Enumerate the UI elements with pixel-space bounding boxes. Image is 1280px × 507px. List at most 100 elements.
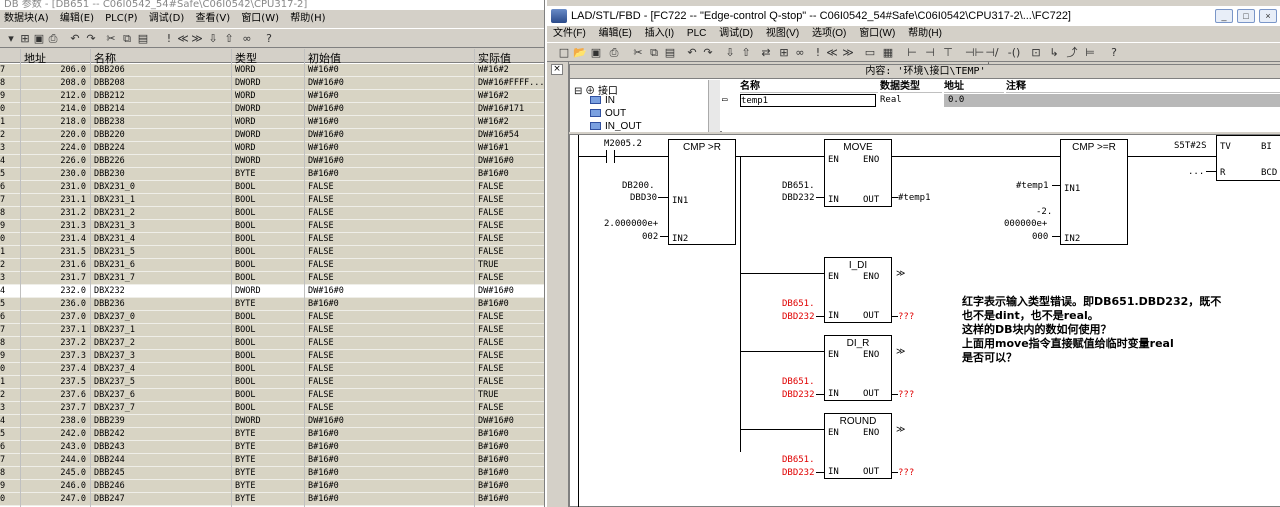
monitor-right-icon[interactable]: ≪ [177,32,189,45]
col-type[interactable]: 类型 [235,53,257,65]
cell-initial[interactable]: B#16#0 [308,299,339,309]
cell-actual[interactable]: TRUE [478,260,499,270]
di-r-box[interactable]: DI_R EN ENO IN OUT [824,335,892,401]
cell-initial[interactable]: W#16#0 [308,117,339,127]
lad-menu-window[interactable]: 窗口(W) [859,28,896,39]
cell-actual[interactable]: FALSE [478,325,504,335]
network-icon[interactable]: ⊞ [20,32,30,45]
cut-icon[interactable]: ✂ [106,32,116,45]
cell-initial[interactable]: FALSE [308,377,334,387]
cell-initial[interactable]: W#16#0 [308,91,339,101]
cmp-gt-r-box[interactable]: CMP >R IN1 IN2 [668,139,736,245]
cell-actual[interactable]: FALSE [478,312,504,322]
tree-item-out[interactable]: OUT [590,108,626,119]
col-name[interactable]: 名称 [94,53,116,65]
cell-actual[interactable]: DW#16#54 [478,130,519,140]
branch-close-icon[interactable]: ⊤ [943,46,953,59]
lad-menu-debug[interactable]: 调试(D) [719,28,754,39]
lad-menu-plc[interactable]: PLC [686,28,707,39]
cell-initial[interactable]: DW#16#0 [308,286,344,296]
undo-icon[interactable]: ↶ [70,32,80,45]
copy-icon[interactable]: ⧉ [650,46,658,59]
temp-var-type[interactable]: Real [880,95,902,105]
cell-initial[interactable]: DW#16#0 [308,416,344,426]
undo-icon[interactable]: ↶ [687,46,697,59]
cell-actual[interactable]: B#16#0 [478,468,509,478]
connection-icon[interactable]: ⊨ [1085,46,1095,59]
menu-edit[interactable]: 编辑(E) [59,13,94,24]
cell-initial[interactable]: FALSE [308,325,334,335]
monitor-left-icon[interactable]: ! [815,46,821,59]
cell-actual[interactable]: B#16#0 [478,481,509,491]
cell-actual[interactable]: B#16#0 [478,442,509,452]
cell-actual[interactable]: FALSE [478,208,504,218]
cell-initial[interactable]: DW#16#0 [308,104,344,114]
cell-actual[interactable]: FALSE [478,182,504,192]
paste-icon[interactable]: ▤ [137,32,149,45]
menu-data-block[interactable]: 数据块(A) [4,13,49,24]
cell-initial[interactable]: W#16#0 [308,65,339,75]
redo-icon[interactable]: ↷ [703,46,713,59]
cell-initial[interactable]: FALSE [308,247,334,257]
cell-actual[interactable]: W#16#2 [478,91,509,101]
iface-col-type[interactable]: 数据类型 [880,80,942,93]
cell-initial[interactable]: W#16#0 [308,143,339,153]
cell-actual[interactable]: FALSE [478,351,504,361]
cell-initial[interactable]: FALSE [308,338,334,348]
cell-actual[interactable]: FALSE [478,403,504,413]
new-icon[interactable]: □ [558,46,570,59]
online-icon[interactable]: ⇄ [761,46,771,59]
cell-initial[interactable]: DW#16#0 [308,156,344,166]
move-box[interactable]: MOVE EN ENO IN OUT [824,139,892,207]
monitor-right-icon[interactable]: ≪ [826,46,838,59]
cell-initial[interactable]: FALSE [308,221,334,231]
cell-actual[interactable]: B#16#0 [478,455,509,465]
coil-icon[interactable]: -() [1007,46,1021,59]
lad-menu-view[interactable]: 视图(V) [765,28,800,39]
paste-icon[interactable]: ▤ [664,46,676,59]
cell-initial[interactable]: FALSE [308,390,334,400]
menu-debug[interactable]: 调试(D) [148,13,185,24]
cell-actual[interactable]: B#16#0 [478,429,509,439]
overview-icon[interactable]: ▭ [864,46,876,59]
iface-col-comment[interactable]: 注释 [1006,80,1280,93]
cell-actual[interactable]: W#16#2 [478,117,509,127]
maximize-icon[interactable]: □ [1237,9,1255,23]
cell-initial[interactable]: B#16#0 [308,494,339,504]
cmp-ge-r-box[interactable]: CMP >=R IN1 IN2 [1060,139,1128,245]
menu-help[interactable]: 帮助(H) [290,13,326,24]
download-icon[interactable]: ⇩ [725,46,735,59]
print-icon[interactable]: ⎙ [609,46,619,59]
download-icon[interactable]: ⇩ [208,32,218,45]
help-icon[interactable]: ? [1111,46,1117,59]
panel-close-icon[interactable]: × [551,64,563,75]
cell-actual[interactable]: TRUE [478,390,499,400]
cell-actual[interactable]: DW#16#FFFF... [478,78,544,88]
monitor-left-icon[interactable]: ! [166,32,172,45]
cell-initial[interactable]: FALSE [308,273,334,283]
network-icon[interactable]: ⊞ [779,46,789,59]
tree-item-inout[interactable]: IN_OUT [590,121,642,131]
cell-initial[interactable]: FALSE [308,312,334,322]
lad-menu-edit[interactable]: 编辑(E) [598,28,632,39]
cut-icon[interactable]: ✂ [633,46,643,59]
cell-initial[interactable]: B#16#0 [308,169,339,179]
iface-col-address[interactable]: 地址 [944,80,1004,93]
